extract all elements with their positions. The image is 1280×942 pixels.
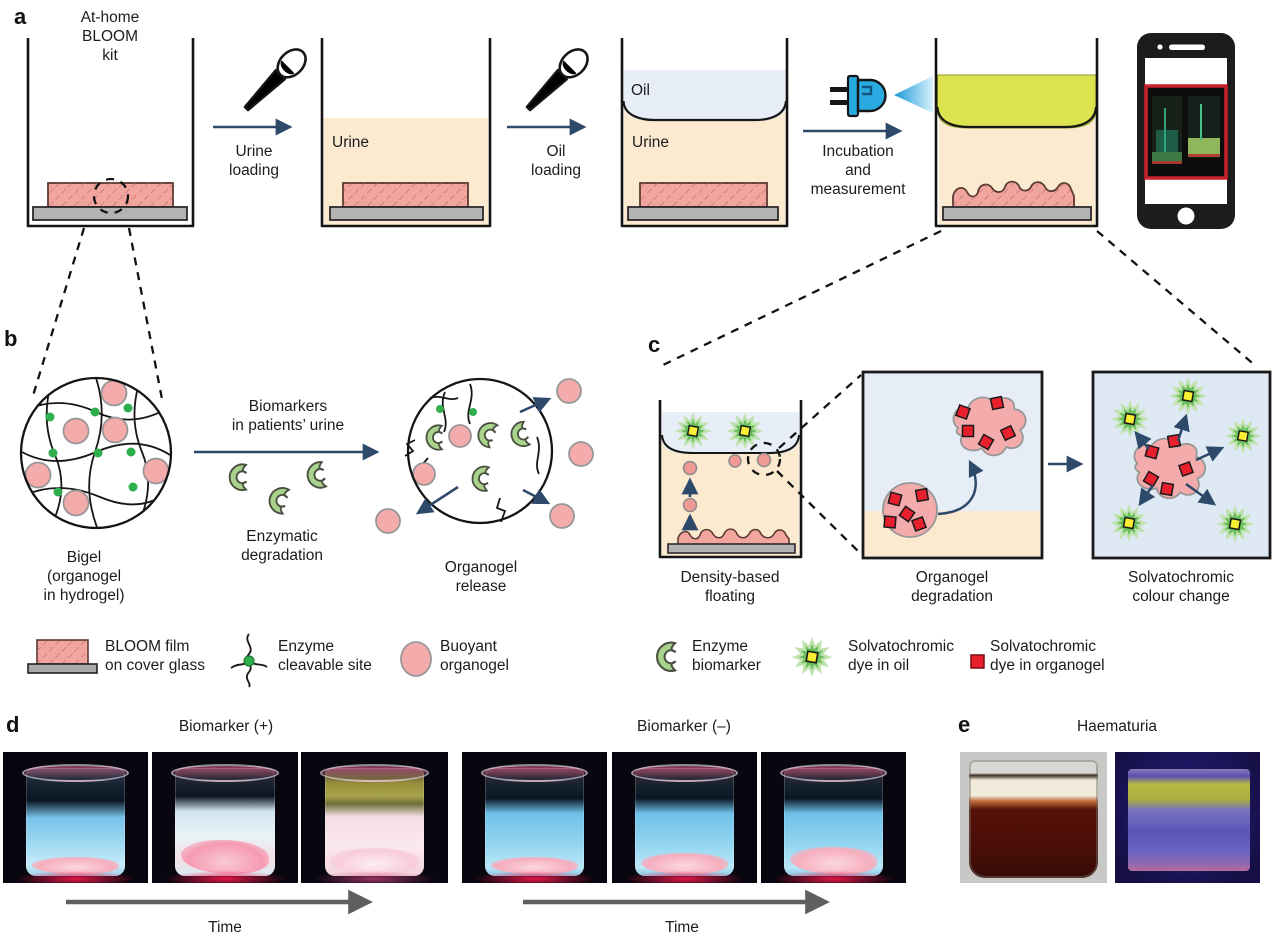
legend-label-enzyme-biomarker: Enzyme biomarker — [692, 638, 761, 675]
legend-label-dye-in-oil: Solvatochromic dye in oil — [848, 638, 954, 675]
floating-beaker — [658, 374, 862, 559]
beaker3-oil-label: Oil — [631, 82, 650, 99]
beaker2-urine-label: Urine — [332, 134, 370, 151]
beaker-kit — [26, 38, 195, 228]
bloom-film-glow — [32, 856, 119, 874]
solvatochromic-dye-oil-icon — [791, 636, 833, 678]
photo-positive-t1 — [3, 752, 148, 883]
legend-label-dye-in-organogel: Solvatochromic dye in organogel — [990, 638, 1105, 675]
solvatochromic-dye-organogel-icon — [970, 654, 985, 669]
organogel-release-caption: Organogel release — [444, 559, 518, 596]
legend-label-bloom-film: BLOOM film on cover glass — [105, 638, 205, 675]
magnifier-circle — [92, 177, 130, 215]
magnifier-circle — [746, 441, 782, 477]
phone-speaker-icon — [1169, 44, 1205, 50]
buoyant-organogel-icon — [400, 641, 432, 677]
beaker-incubated — [934, 38, 1099, 228]
kit-caption: At-home BLOOM kit — [80, 9, 140, 65]
biomarkers-caption: Biomarkers in patients’ urine — [231, 398, 345, 435]
time-label-positive: Time — [208, 919, 242, 936]
light-beam — [894, 76, 933, 113]
beaker-urine — [320, 38, 492, 228]
degradation-box — [861, 370, 1044, 560]
panel-e-label: e — [958, 712, 971, 737]
biomarker-positive-title: Biomarker (+) — [178, 718, 274, 735]
colour-change-caption: Solvatochromic colour change — [1128, 569, 1234, 606]
eroded-film — [677, 528, 790, 546]
release-arrow — [937, 459, 984, 516]
panel-c — [658, 370, 1272, 560]
cover-glass — [667, 543, 796, 554]
photo-negative-t3 — [761, 752, 906, 883]
legend-icons — [27, 633, 985, 688]
urine-dropper-icon — [236, 42, 313, 119]
enzymatic-caption: Enzymatic degradation — [241, 528, 323, 565]
photo-negative-t2 — [612, 752, 757, 883]
phone-photo — [1144, 84, 1228, 180]
biomarker-negative-title: Biomarker (–) — [637, 718, 731, 735]
cover-glass — [329, 206, 484, 221]
phone-home-button — [1177, 207, 1195, 225]
enzyme-biomarker-icon — [656, 641, 677, 672]
enzyme-cleavable-site-icon — [230, 633, 268, 688]
panel-c-label: c — [648, 332, 661, 357]
phone-camera-icon — [1157, 44, 1163, 50]
degradation-caption: Organogel degradation — [911, 569, 993, 606]
beaker-oil-urine — [620, 38, 789, 228]
colour-change-box — [1091, 370, 1272, 560]
photo-positive-t2 — [152, 752, 298, 883]
panel-d-label: d — [6, 712, 20, 737]
haematuria-title: Haematuria — [1076, 718, 1158, 735]
photo-haematuria-uv — [1115, 752, 1260, 883]
panel-b — [19, 376, 594, 534]
incubation-caption: Incubation and measurement — [810, 143, 906, 199]
oil-loading-caption: Oil loading — [531, 143, 581, 180]
photo-positive-t3 — [301, 752, 448, 883]
panel-a — [26, 33, 1258, 400]
cover-glass — [627, 206, 779, 221]
bloom-film-icon — [27, 639, 98, 674]
led-lamp-icon — [830, 74, 933, 118]
release-circle — [375, 377, 594, 534]
bigel-circle — [19, 376, 173, 530]
legend-label-buoyant-organogel: Buoyant organogel — [440, 638, 509, 675]
floating-caption: Density-based floating — [680, 569, 780, 606]
photo-negative-t1 — [462, 752, 607, 883]
smartphone — [1137, 33, 1235, 229]
cover-glass — [942, 206, 1092, 221]
photo-haematuria-visible — [960, 752, 1107, 883]
crosslink-dots — [45, 403, 138, 497]
beaker3-urine-label: Urine — [632, 134, 670, 151]
cover-glass — [32, 206, 188, 221]
panel-b-label: b — [4, 326, 18, 351]
legend-label-cleavable-site: Enzyme cleavable site — [278, 638, 372, 675]
urine-loading-caption: Urine loading — [229, 143, 279, 180]
free-enzymes — [228, 460, 328, 516]
time-label-negative: Time — [665, 919, 699, 936]
oil-dropper-icon — [518, 42, 595, 119]
panel-a-label: a — [14, 4, 27, 29]
bigel-caption: Bigel (organogel in hydrogel) — [43, 549, 125, 605]
